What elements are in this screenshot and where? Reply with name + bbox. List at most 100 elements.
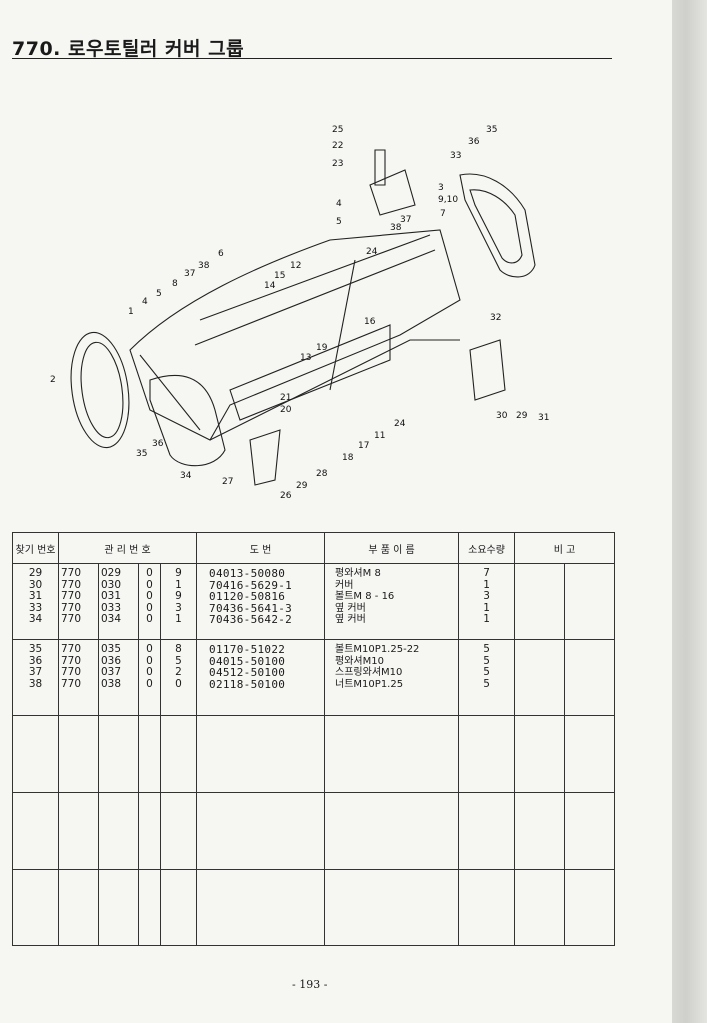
remark-cell bbox=[514, 639, 566, 716]
callout: 6 bbox=[218, 249, 224, 259]
mgmt-code: 0 bbox=[146, 677, 153, 690]
callout: 37 bbox=[184, 269, 195, 279]
mgmt-code: 1 bbox=[175, 578, 182, 591]
callout: 21 bbox=[280, 393, 291, 403]
page-edge bbox=[672, 0, 707, 1023]
mgmt-code: 030 bbox=[101, 578, 122, 591]
table-row-group-empty bbox=[12, 869, 616, 946]
empty-cell bbox=[196, 792, 326, 870]
callout: 28 bbox=[316, 469, 328, 479]
part-name-cell: 볼트M10P1.25-22 평와셔M10 스프링와셔M10 너트M10P1.25 bbox=[324, 639, 460, 716]
mgmt-col3-cell: 0 0 0 0 0 bbox=[138, 563, 161, 640]
callout: 1 bbox=[128, 307, 134, 317]
callout: 3 bbox=[438, 183, 444, 193]
mgmt-col2-cell: 029 030 031 033 034 bbox=[98, 563, 139, 640]
empty-cell bbox=[564, 715, 616, 793]
empty-cell bbox=[58, 869, 99, 946]
callout: 5 bbox=[336, 217, 342, 227]
mgmt-code: 770 bbox=[61, 654, 82, 667]
quantity: 5 bbox=[483, 643, 490, 655]
mgmt-col4-cell: 8 5 2 0 bbox=[159, 639, 198, 716]
page-number: - 193 - bbox=[292, 978, 328, 991]
remark-cell bbox=[564, 563, 616, 640]
mgmt-col2-cell: 035 036 037 038 bbox=[98, 639, 139, 716]
mgmt-code: 0 bbox=[146, 578, 153, 591]
mgmt-code: 034 bbox=[101, 613, 122, 626]
callout: 27 bbox=[222, 477, 233, 487]
empty-cell bbox=[12, 792, 59, 870]
callout: 12 bbox=[290, 261, 301, 271]
mgmt-code: 3 bbox=[175, 601, 182, 614]
mgmt-col4-cell: 9 1 9 3 1 bbox=[159, 563, 198, 640]
empty-cell bbox=[138, 715, 161, 793]
callout: 8 bbox=[172, 279, 178, 289]
mgmt-col3-cell: 0 0 0 0 bbox=[138, 639, 161, 716]
callout: 37 bbox=[400, 215, 411, 225]
empty-cell bbox=[98, 715, 139, 793]
find-number: 29 bbox=[28, 567, 43, 579]
callout: 18 bbox=[342, 453, 354, 463]
callout: 34 bbox=[180, 471, 192, 481]
empty-cell bbox=[458, 792, 516, 870]
mgmt-code: 770 bbox=[61, 590, 82, 603]
mgmt-code: 770 bbox=[61, 567, 82, 579]
diagram-drawing bbox=[70, 149, 536, 486]
callout: 16 bbox=[364, 317, 376, 327]
drawing-number-cell: 01170-51022 04015-50100 04512-50100 0211… bbox=[196, 639, 326, 716]
mgmt-code: 770 bbox=[61, 601, 82, 614]
empty-cell bbox=[514, 792, 566, 870]
mgmt-code: 0 bbox=[146, 654, 153, 667]
table-row-group: 35 36 37 38 770 770 770 770 035 036 037 … bbox=[12, 639, 616, 716]
empty-cell bbox=[514, 715, 566, 793]
part-name: 평와셔M10 bbox=[335, 655, 384, 667]
find-number: 33 bbox=[28, 601, 43, 614]
mgmt-code: 0 bbox=[146, 643, 153, 655]
empty-cell bbox=[324, 792, 460, 870]
find-number: 36 bbox=[28, 654, 43, 667]
part-name: 볼트M 8 - 16 bbox=[335, 591, 395, 603]
header-drawing-number: 도 번 bbox=[196, 532, 326, 564]
header-find-number: 찾기 번호 bbox=[12, 532, 59, 564]
part-name: 평와셔M 8 bbox=[335, 568, 381, 579]
drawing-number-cell: 04013-50080 70416-5629-1 01120-50816 704… bbox=[196, 563, 326, 640]
mgmt-code: 036 bbox=[101, 654, 122, 667]
find-number-cell: 35 36 37 38 bbox=[12, 639, 59, 716]
quantity: 5 bbox=[483, 654, 490, 667]
empty-cell bbox=[324, 869, 460, 946]
quantity: 5 bbox=[483, 666, 490, 679]
empty-cell bbox=[138, 792, 161, 870]
callout: 4 bbox=[142, 297, 148, 307]
callout: 29 bbox=[296, 481, 308, 491]
quantity-cell: 5 5 5 5 bbox=[458, 639, 516, 716]
mgmt-code: 9 bbox=[175, 567, 182, 579]
empty-cell bbox=[12, 869, 59, 946]
page-title: 770. 로우토틸러 커버 그룹 bbox=[12, 38, 245, 60]
callout: 29 bbox=[516, 411, 528, 421]
callout: 31 bbox=[538, 413, 549, 423]
empty-cell bbox=[159, 792, 198, 870]
mgmt-code: 0 bbox=[146, 567, 153, 579]
drawing-number: 70436-5642-2 bbox=[209, 613, 293, 627]
find-number: 34 bbox=[28, 613, 43, 626]
mgmt-code: 770 bbox=[61, 578, 82, 591]
mgmt-code: 037 bbox=[101, 666, 122, 679]
drawing-number: 02118-50100 bbox=[209, 677, 286, 691]
empty-cell bbox=[196, 869, 326, 946]
callout: 30 bbox=[496, 411, 508, 421]
parts-table: 찾기 번호 관 리 번 호 도 번 부 품 이 름 소요수량 비 고 29 30… bbox=[12, 532, 616, 946]
drawing-number: 01120-50816 bbox=[209, 590, 286, 604]
callout: 9,10 bbox=[438, 195, 458, 205]
mgmt-code: 038 bbox=[101, 677, 122, 690]
callout: 5 bbox=[156, 289, 162, 299]
quantity: 3 bbox=[483, 590, 490, 603]
quantity: 1 bbox=[483, 578, 490, 591]
drawing-number: 04015-50100 bbox=[209, 654, 286, 668]
callout: 33 bbox=[450, 151, 461, 161]
find-number: 31 bbox=[28, 590, 43, 603]
callout: 11 bbox=[374, 431, 385, 441]
remark-cell bbox=[564, 639, 616, 716]
mgmt-code: 0 bbox=[146, 613, 153, 626]
table-row-group-empty bbox=[12, 792, 616, 870]
callout: 35 bbox=[486, 125, 497, 135]
callout: 7 bbox=[440, 209, 446, 219]
